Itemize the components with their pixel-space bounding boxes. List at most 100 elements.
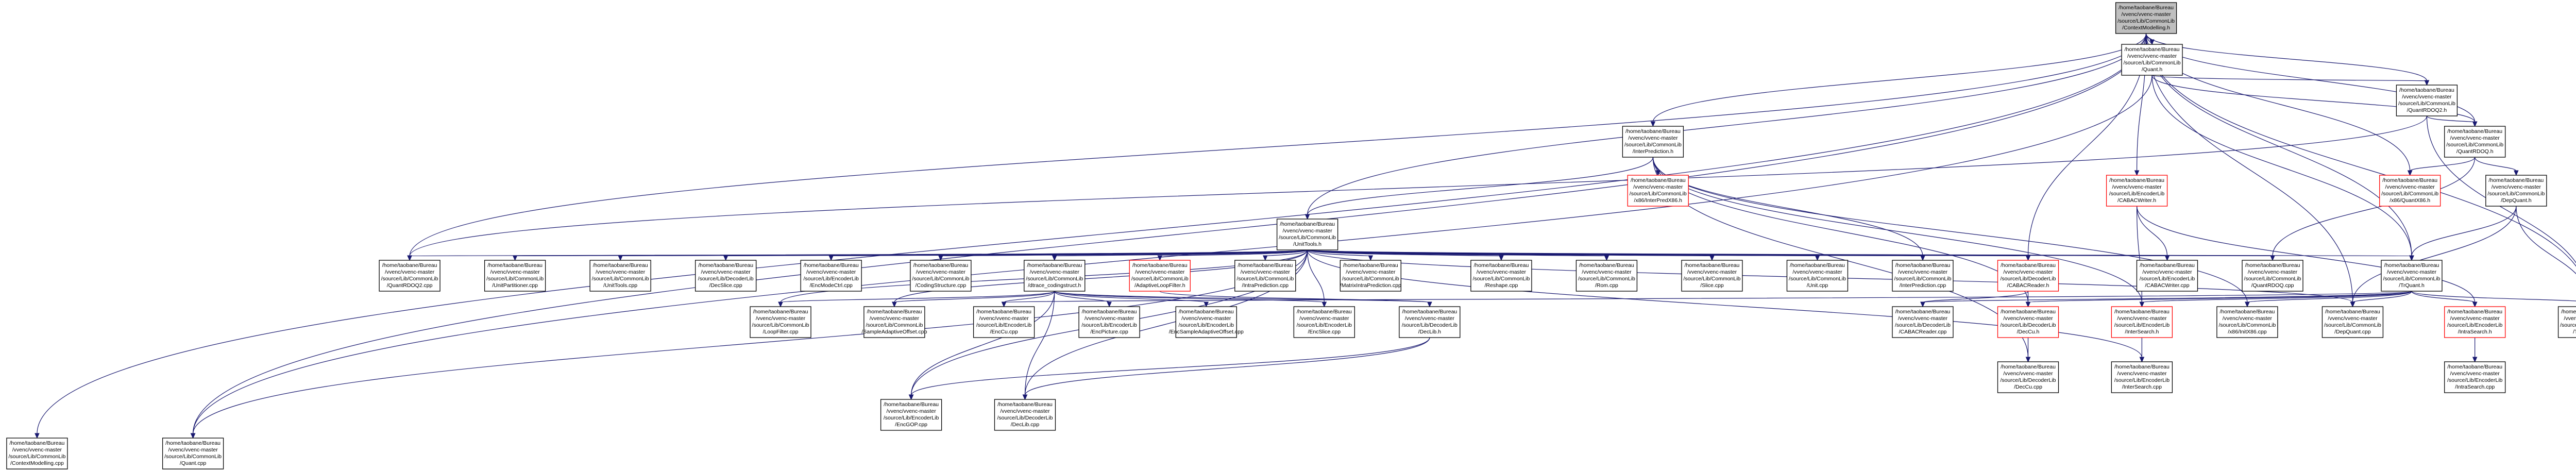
- graph-node-declib-h[interactable]: /home/taobane/Bureau/vvenc/vvenc-master/…: [1399, 306, 1461, 338]
- node-label-line: /EncSampleAdaptiveOffset.cpp: [1169, 329, 1244, 335]
- graph-node-quant-h[interactable]: /home/taobane/Bureau/vvenc/vvenc-master/…: [2121, 44, 2183, 76]
- graph-node-intrapred-cpp[interactable]: /home/taobane/Bureau/vvenc/vvenc-master/…: [1234, 260, 1296, 292]
- node-label-line: /source/Lib/CommonLib: [1342, 276, 1399, 282]
- graph-node-cabacreader-cpp[interactable]: /home/taobane/Bureau/vvenc/vvenc-master/…: [1892, 306, 1954, 338]
- graph-node-loopfilter-cpp[interactable]: /home/taobane/Bureau/vvenc/vvenc-master/…: [750, 306, 811, 338]
- node-label-line: /home/taobane/Bureau: [1132, 262, 1188, 268]
- graph-node-quantrdoq2-h[interactable]: /home/taobane/Bureau/vvenc/vvenc-master/…: [2396, 85, 2458, 116]
- node-label-line: /CABACReader.h: [2007, 282, 2049, 289]
- graph-node-root[interactable]: /home/taobane/Bureau/vvenc/vvenc-master/…: [2115, 2, 2177, 34]
- graph-node-cabacreader-h[interactable]: /home/taobane/Bureau/vvenc/vvenc-master/…: [1997, 260, 2059, 292]
- node-label-line: /vvenc/vvenc-master: [1299, 315, 1349, 322]
- node-label-line: /source/Lib/EncoderLib: [2114, 377, 2170, 383]
- graph-node-adaptivelf-h[interactable]: /home/taobane/Bureau/vvenc/vvenc-master/…: [1129, 260, 1191, 292]
- graph-node-encslice-cpp[interactable]: /home/taobane/Bureau/vvenc/vvenc-master/…: [1293, 306, 1355, 338]
- node-label-line: /vvenc/vvenc-master: [2492, 184, 2541, 190]
- graph-node-interpred-cpp[interactable]: /home/taobane/Bureau/vvenc/vvenc-master/…: [1892, 260, 1954, 292]
- node-label-line: /DepQuant.cpp: [2334, 329, 2371, 335]
- graph-node-reshape-cpp[interactable]: /home/taobane/Bureau/vvenc/vvenc-master/…: [1470, 260, 1532, 292]
- edge-root-to-interpred_h: [1650, 33, 2147, 127]
- graph-node-sao-cpp[interactable]: /home/taobane/Bureau/vvenc/vvenc-master/…: [861, 306, 927, 338]
- node-box: [2115, 2, 2177, 34]
- node-box: [2111, 361, 2173, 393]
- node-label-line: /EncGOP.cpp: [895, 422, 927, 428]
- graph-node-ctxmodel-cpp[interactable]: /home/taobane/Bureau/vvenc/vvenc-master/…: [6, 438, 68, 469]
- graph-node-deccu-cpp[interactable]: /home/taobane/Bureau/vvenc/vvenc-master/…: [1997, 361, 2059, 393]
- arrowhead: [1368, 255, 1374, 261]
- graph-node-encpicture-cpp[interactable]: /home/taobane/Bureau/vvenc/vvenc-master/…: [1078, 306, 1140, 338]
- node-label-line: /source/Lib/CommonLib: [1472, 276, 1530, 282]
- edge-line: [2426, 115, 2576, 264]
- node-label-line: /vvenc/vvenc-master: [2402, 94, 2452, 100]
- graph-node-trquant-cpp[interactable]: /home/taobane/Bureau/vvenc/vvenc-master/…: [2557, 306, 2576, 338]
- graph-node-trquant-h[interactable]: /home/taobane/Bureau/vvenc/vvenc-master/…: [2381, 260, 2443, 292]
- arrowhead: [2424, 80, 2430, 86]
- graph-node-quantrdoq-cpp[interactable]: /home/taobane/Bureau/vvenc/vvenc-master/…: [2242, 260, 2303, 292]
- node-label-line: /dtrace_codingstruct.h: [1028, 282, 1081, 289]
- node-label-line: /vvenc/vvenc-master: [1346, 269, 1396, 275]
- edge-line: [1307, 249, 1607, 257]
- edge-line: [1922, 291, 2412, 303]
- graph-node-intrasearch-h[interactable]: /home/taobane/Bureau/vvenc/vvenc-master/…: [2444, 306, 2506, 338]
- graph-node-encsao-cpp[interactable]: /home/taobane/Bureau/vvenc/vvenc-master/…: [1169, 306, 1244, 338]
- node-label-line: /source/Lib/CommonLib: [2381, 191, 2438, 197]
- node-label-line: /vvenc/vvenc-master: [1181, 315, 1231, 322]
- node-label-line: /home/taobane/Bureau: [2488, 177, 2544, 183]
- graph-node-intersearch-cpp[interactable]: /home/taobane/Bureau/vvenc/vvenc-master/…: [2111, 361, 2173, 393]
- node-label-line: /home/taobane/Bureau: [1473, 262, 1529, 268]
- node-label-line: /home/taobane/Bureau: [753, 309, 808, 315]
- node-label-line: /vvenc/vvenc-master: [2112, 184, 2162, 190]
- graph-node-quantrdoq2-cpp[interactable]: /home/taobane/Bureau/vvenc/vvenc-master/…: [379, 260, 440, 292]
- graph-node-interpredx86-h[interactable]: /home/taobane/Bureau/vvenc/vvenc-master/…: [1627, 175, 1689, 207]
- graph-node-rom-cpp[interactable]: /home/taobane/Bureau/vvenc/vvenc-master/…: [1575, 260, 1638, 292]
- edge-dtrace_codingstruct_h-to-encpicture_cpp: [1054, 291, 1112, 308]
- graph-node-enccu-cpp[interactable]: /home/taobane/Bureau/vvenc/vvenc-master/…: [973, 306, 1035, 338]
- graph-node-unit-cpp[interactable]: /home/taobane/Bureau/vvenc/vvenc-master/…: [1786, 260, 1849, 292]
- graph-node-cabacwriter-cpp[interactable]: /home/taobane/Bureau/vvenc/vvenc-master/…: [2136, 260, 2198, 292]
- graph-node-decslice-cpp[interactable]: /home/taobane/Bureau/vvenc/vvenc-master/…: [695, 260, 757, 292]
- edge-line: [1922, 291, 2029, 303]
- graph-node-mip-cpp[interactable]: /home/taobane/Bureau/vvenc/vvenc-master/…: [1340, 260, 1401, 292]
- node-label-line: /source/Lib/EncoderLib: [2114, 322, 2170, 328]
- edge-line: [2516, 206, 2576, 274]
- edge-interpred_h-to-deccu_cpp: [1652, 157, 2031, 363]
- edge-root-to-quantrdoq2_h: [2145, 33, 2430, 86]
- node-box: [2444, 126, 2506, 158]
- graph-node-dtrace-codingstruct-h[interactable]: /home/taobane/Bureau/vvenc/vvenc-master/…: [1024, 260, 1086, 292]
- node-box: [2379, 175, 2441, 207]
- node-label-line: /source/Lib/CommonLib: [2383, 276, 2441, 282]
- edge-quantrdoq_h-to-depquant_h: [2475, 157, 2519, 176]
- graph-node-declib-cpp[interactable]: /home/taobane/Bureau/vvenc/vvenc-master/…: [994, 399, 1056, 431]
- graph-node-quant-cpp[interactable]: /home/taobane/Bureau/vvenc/vvenc-master/…: [162, 438, 224, 469]
- node-box: [1470, 260, 1532, 292]
- edge-trquant_h-to-cabacreader_cpp: [1920, 291, 2412, 308]
- node-label-line: /vvenc/vvenc-master: [1898, 315, 1948, 322]
- edge-line: [911, 291, 1055, 396]
- graph-node-quantrdoq-h[interactable]: /home/taobane/Bureau/vvenc/vvenc-master/…: [2444, 126, 2506, 158]
- node-label-line: /source/Lib/EncoderLib: [1179, 322, 1234, 328]
- graph-node-trafox86-cpp[interactable]: /home/taobane/Bureau/vvenc/vvenc-master/…: [2216, 306, 2278, 338]
- node-label-line: /DecCu.h: [2017, 329, 2040, 335]
- graph-node-intersearch-h[interactable]: /home/taobane/Bureau/vvenc/vvenc-master/…: [2111, 306, 2173, 338]
- edge-line: [192, 33, 2147, 434]
- node-label-line: /home/taobane/Bureau: [487, 262, 543, 268]
- graph-node-depquant-h[interactable]: /home/taobane/Bureau/vvenc/vvenc-master/…: [2485, 175, 2547, 207]
- graph-node-encmodectrl-cpp[interactable]: /home/taobane/Bureau/vvenc/vvenc-master/…: [800, 260, 862, 292]
- graph-node-interpred-h[interactable]: /home/taobane/Bureau/vvenc/vvenc-master/…: [1622, 126, 1684, 158]
- graph-node-quantx86-h[interactable]: /home/taobane/Bureau/vvenc/vvenc-master/…: [2379, 175, 2441, 207]
- graph-node-cabacwriter-h[interactable]: /home/taobane/Bureau/vvenc/vvenc-master/…: [2106, 175, 2168, 207]
- arrowhead: [1321, 301, 1327, 308]
- edge-line: [1307, 33, 2147, 215]
- graph-node-encgop-cpp[interactable]: /home/taobane/Bureau/vvenc/vvenc-master/…: [880, 399, 942, 431]
- graph-node-intrasearch-cpp[interactable]: /home/taobane/Bureau/vvenc/vvenc-master/…: [2444, 361, 2506, 393]
- graph-node-unittools-cpp[interactable]: /home/taobane/Bureau/vvenc/vvenc-master/…: [589, 260, 651, 292]
- graph-node-unittools-h[interactable]: /home/taobane/Bureau/vvenc/vvenc-master/…: [1276, 219, 1338, 250]
- graph-node-depquant-cpp[interactable]: /home/taobane/Bureau/vvenc/vvenc-master/…: [2321, 306, 2384, 338]
- node-box: [1997, 306, 2059, 338]
- node-label-line: /Reshape.cpp: [1485, 282, 1518, 289]
- graph-node-slice-cpp[interactable]: /home/taobane/Bureau/vvenc/vvenc-master/…: [1681, 260, 1743, 292]
- graph-node-unitpartitioner-cpp[interactable]: /home/taobane/Bureau/vvenc/vvenc-master/…: [484, 260, 546, 292]
- edge-trquant_h-to-trquant_cpp: [2411, 291, 2576, 301]
- graph-node-deccu-h[interactable]: /home/taobane/Bureau/vvenc/vvenc-master/…: [1997, 306, 2059, 338]
- graph-node-codingstructure-cpp[interactable]: /home/taobane/Bureau/vvenc/vvenc-master/…: [910, 260, 972, 292]
